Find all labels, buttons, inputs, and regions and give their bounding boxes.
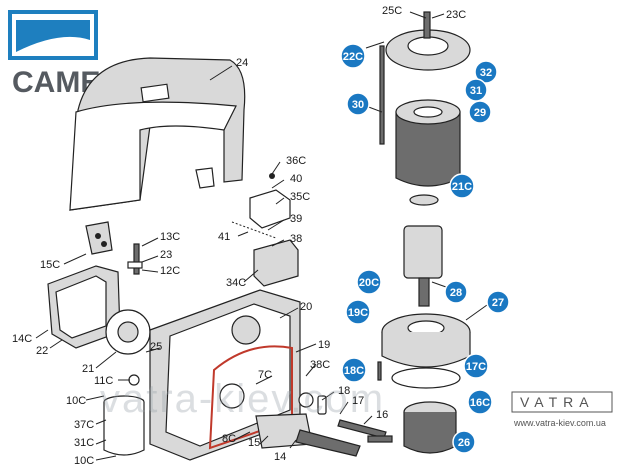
leader-lines [35, 11, 495, 461]
label-31c: 31C [74, 437, 94, 449]
watermark: vatra-kiev.com VATRA www.vatra-kiev.com.… [100, 377, 613, 428]
bubble-21c: 21C [449, 173, 475, 199]
label-22: 22 [36, 345, 48, 357]
label-38: 38 [290, 233, 302, 245]
svg-text:21C: 21C [452, 181, 472, 193]
label-39: 39 [290, 213, 302, 225]
label-35c: 35C [290, 191, 310, 203]
label-15: 15 [248, 437, 260, 449]
cover-part [69, 57, 246, 255]
bubble-29: 29 [468, 100, 492, 124]
label-23: 23 [160, 249, 172, 261]
bubble-28: 28 [444, 280, 468, 304]
svg-text:22C: 22C [343, 51, 363, 63]
svg-text:26: 26 [458, 437, 470, 449]
watermark-badge: VATRA [520, 394, 595, 410]
gear-housing-parts [47, 243, 393, 461]
watermark-url: www.vatra-kiev.com.ua [513, 418, 606, 428]
label-16: 16 [376, 409, 388, 421]
label-36c: 36C [286, 155, 306, 167]
svg-text:16C: 16C [470, 397, 490, 409]
limit-switch-parts [231, 173, 299, 287]
label-20: 20 [300, 301, 312, 313]
svg-text:30: 30 [352, 99, 364, 111]
label-17: 17 [352, 395, 364, 407]
label-14: 14 [274, 451, 286, 463]
part-bubbles: 22C 32 31 30 29 21C 28 20C 27 19C 18C 17… [340, 43, 510, 454]
label-7c: 7C [258, 369, 272, 381]
bubble-19c: 19C [345, 299, 371, 325]
came-logo: CAME [8, 10, 100, 99]
label-18: 18 [338, 385, 350, 397]
bubble-31: 31 [464, 78, 488, 102]
label-12c: 12C [160, 265, 180, 277]
bubble-27: 27 [486, 290, 510, 314]
watermark-text: vatra-kiev.com [100, 377, 385, 421]
bubble-32: 32 [474, 60, 498, 84]
svg-text:19C: 19C [348, 307, 368, 319]
motor-stack [377, 11, 471, 454]
label-37c: 37C [74, 419, 94, 431]
svg-text:27: 27 [492, 297, 504, 309]
bubble-17c: 17C [463, 353, 489, 379]
label-25c: 25C [382, 5, 402, 17]
label-19: 19 [318, 339, 330, 351]
label-8c: 8C [222, 433, 236, 445]
label-41: 41 [218, 231, 230, 243]
bubble-22c: 22C [340, 43, 366, 69]
svg-text:28: 28 [450, 287, 462, 299]
svg-text:31: 31 [470, 85, 482, 97]
label-23c: 23C [446, 9, 466, 21]
bubble-20c: 20C [356, 269, 382, 295]
svg-text:18C: 18C [344, 365, 364, 377]
label-14c: 14C [12, 333, 32, 345]
label-21: 21 [82, 363, 94, 375]
bubble-26: 26 [452, 430, 476, 454]
label-15c: 15C [40, 259, 60, 271]
label-38c: 38C [310, 359, 330, 371]
label-10c: 10C [66, 395, 86, 407]
bubble-30: 30 [346, 92, 370, 116]
label-40: 40 [290, 173, 302, 185]
bubble-18c: 18C [341, 357, 367, 383]
svg-text:17C: 17C [466, 361, 486, 373]
label-25: 25 [150, 341, 162, 353]
label-34c: 34C [226, 277, 246, 289]
svg-text:32: 32 [480, 67, 492, 79]
svg-text:20C: 20C [359, 277, 379, 289]
bubble-16c: 16C [467, 389, 493, 415]
part-labels: 24 25C 23C 36C 40 35C 39 41 38 13C 23 12… [12, 5, 466, 465]
watermark-badge-frame [511, 391, 613, 413]
svg-text:29: 29 [474, 107, 486, 119]
logo-swoosh [16, 20, 90, 52]
label-11c: 11C [94, 375, 113, 387]
label-24: 24 [236, 57, 248, 69]
label-10c-lower: 10C [74, 455, 94, 465]
label-13c: 13C [160, 231, 180, 243]
